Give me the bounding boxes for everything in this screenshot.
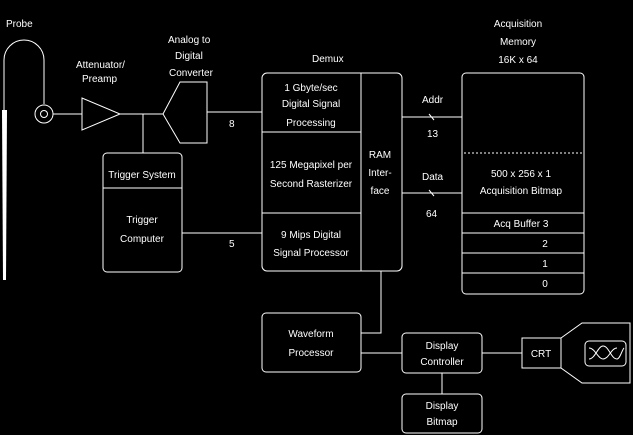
adc-shape [162,81,208,144]
mips-label-1: 9 Mips Digital [281,230,341,241]
ram-label-1: RAM [369,150,391,161]
acq-memory-block [461,72,585,295]
crt-screen [584,340,627,367]
display-controller-label-1: Display [426,341,459,352]
display-bitmap-label-1: Display [426,401,459,412]
acq-buffer-0-label: 0 [542,279,548,290]
waveform-processor-label-2: Processor [288,348,334,359]
acq-mem-label-2: Memory [500,37,536,48]
demux-block [261,72,403,272]
display-controller-label-2: Controller [420,357,464,368]
crt-bell [560,322,631,384]
dsp-label-1: 1 Gbyte/sec [284,83,337,94]
crt-label: CRT [531,349,551,360]
bitmap-label-2: Acquisition Bitmap [480,186,563,197]
dsp-label-3: Processing [286,118,335,129]
probe-connector-outer [34,104,54,124]
crt-waveform-trace [588,345,625,360]
probe-connector-inner [40,110,48,118]
preamp-triangle [81,97,122,131]
crt [521,322,631,384]
trigger-computer-label-2: Computer [120,234,165,245]
rasterizer-label-2: Second Rasterizer [270,179,353,190]
addr-bits-label: 13 [427,129,439,140]
probe-label: Probe [6,19,33,30]
attenuator-label-1: Attenuator/ [76,60,125,71]
acq-mem-label-3: 16K x 64 [498,55,538,66]
wire-ram-waveform [361,271,382,334]
ram-label-3: face [371,186,390,197]
waveform-processor-block [261,312,362,373]
data-bits-label: 64 [426,209,438,220]
trigger-computer-label-1: Trigger [126,215,158,226]
waveform-processor-label-1: Waveform [288,329,333,340]
addr-bus-slash [428,113,435,121]
bus-5-label: 5 [229,239,235,250]
probe-tip [2,110,7,280]
attenuator-label-2: Preamp [82,74,117,85]
adc-label-1: Analog to [168,35,211,46]
acq-buffer-2-label: 2 [542,239,548,250]
probe [2,39,54,280]
crt-waveform-trace-2 [588,347,618,360]
bus-8-label: 8 [229,119,235,130]
bitmap-label-1: 500 x 256 x 1 [491,169,551,180]
data-label: Data [422,172,444,183]
ram-label-2: Inter- [368,168,391,179]
dsp-label-2: Digital Signal [282,99,340,110]
mips-label-2: Signal Processor [273,248,349,259]
crt-neck [521,337,562,369]
display-bitmap-block [401,393,483,434]
data-bus-slash [428,189,435,197]
trigger-system-label: Trigger System [108,170,175,181]
acq-buffer-1-label: 1 [542,259,548,270]
display-bitmap-label-2: Bitmap [426,417,458,428]
probe-cable [3,39,45,110]
adc-label-2: Digital [175,51,203,62]
trigger-block [102,152,183,273]
acq-buffer-3-label: Acq Buffer 3 [494,219,549,230]
demux-label: Demux [312,54,344,65]
addr-label: Addr [422,95,444,106]
rasterizer-label-1: 125 Megapixel per [270,160,353,171]
adc-label-3: Converter [169,68,214,79]
acq-mem-label-1: Acquisition [494,19,542,30]
